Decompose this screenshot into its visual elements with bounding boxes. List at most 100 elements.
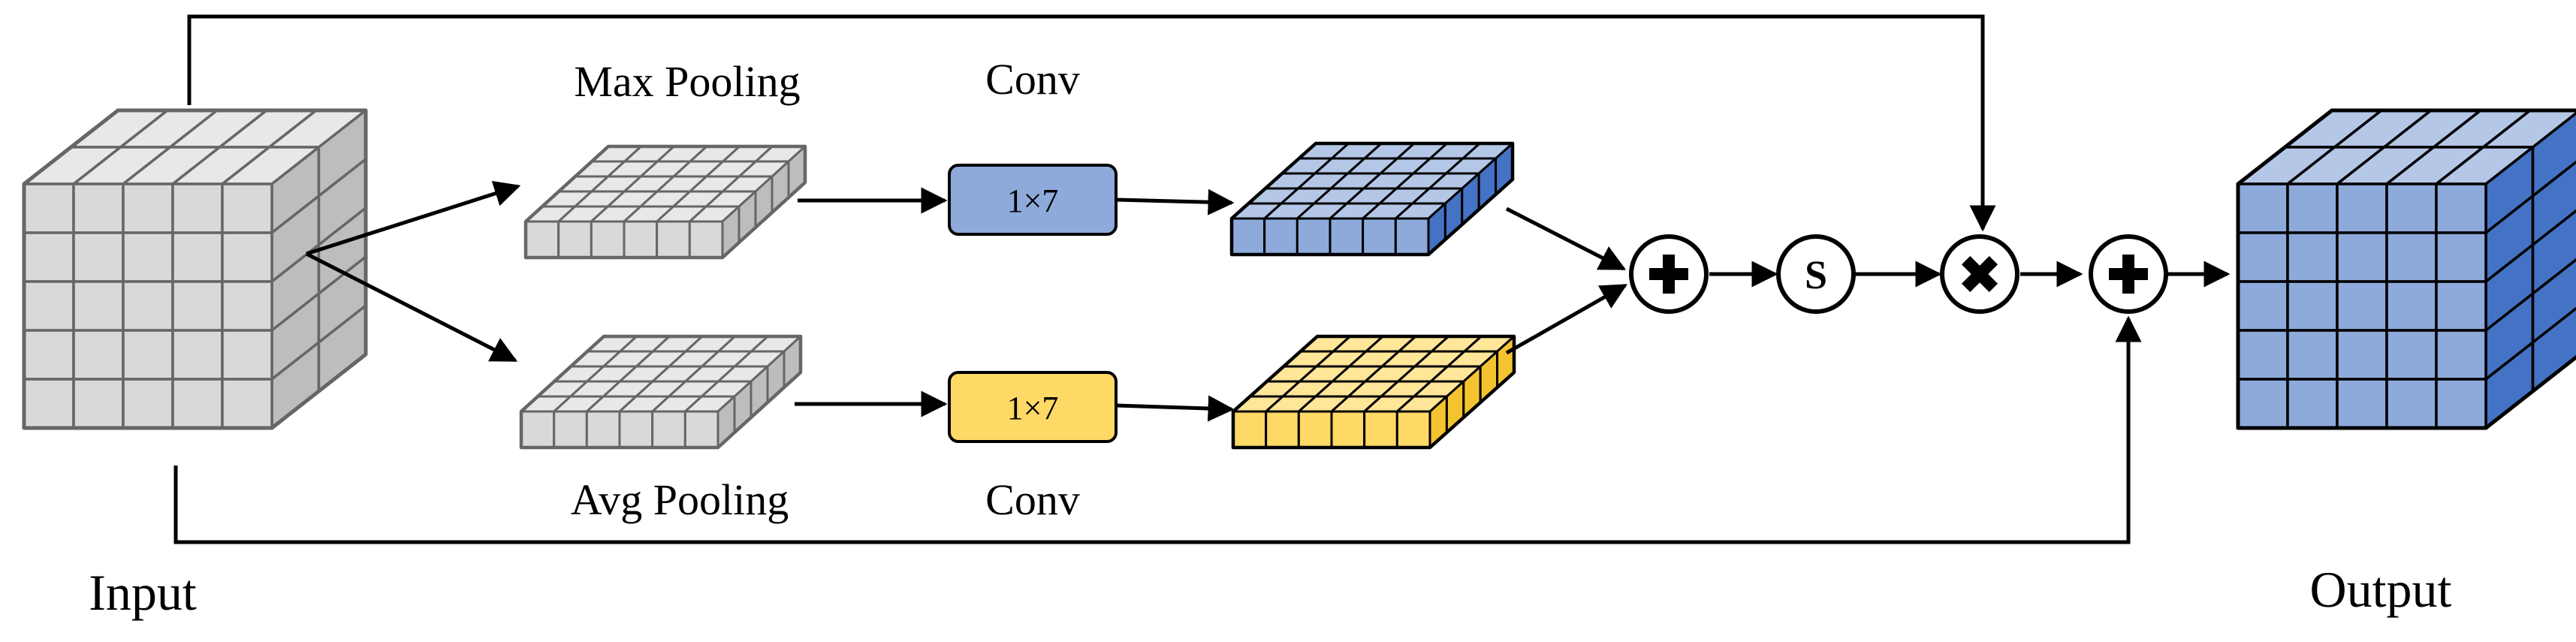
input-feature-cube	[22, 108, 368, 430]
grid-cell	[171, 329, 224, 381]
grid-cell	[2336, 231, 2388, 283]
plus-circle-icon	[1649, 255, 1688, 294]
grid-cell	[2435, 182, 2487, 234]
grid-cell	[1297, 410, 1333, 449]
grid-cell	[2336, 378, 2388, 430]
arrow-conv-to-blue	[1115, 188, 1235, 216]
block-outline	[22, 108, 368, 430]
grid-cell	[72, 329, 125, 381]
block-outline	[1229, 141, 1515, 257]
max-pooling-label: Max Pooling	[574, 57, 800, 106]
grid-cell	[2435, 378, 2487, 430]
grid-cell	[23, 329, 75, 381]
conv-kernel-bottom: 1×7	[1007, 390, 1059, 426]
grid-cell	[2531, 160, 2576, 246]
multiply-operator	[1940, 234, 2019, 314]
grid-cell	[2286, 329, 2339, 381]
grid-cell	[683, 410, 719, 449]
block-outline	[2236, 108, 2576, 430]
grid-cell	[623, 220, 659, 259]
grid-cell	[171, 182, 224, 234]
grid-cell	[2286, 182, 2339, 234]
grid-cell	[171, 378, 224, 430]
connectors	[173, 14, 2231, 544]
grid-cell	[122, 329, 174, 381]
grid-cell	[2336, 280, 2388, 332]
grid-cell	[1330, 410, 1366, 449]
grid-cell	[2435, 329, 2487, 381]
grid-cell	[2385, 378, 2438, 430]
grid-cell	[72, 378, 125, 430]
grid-cell	[2385, 280, 2438, 332]
block-outline	[523, 144, 807, 260]
add-operator-2	[2089, 234, 2168, 314]
grid-cell	[221, 329, 273, 381]
output-label: Output	[2310, 561, 2452, 618]
grid-cell	[1296, 217, 1332, 256]
grid-cell	[651, 410, 686, 449]
conv-label-top: Conv	[985, 55, 1080, 104]
grid-cell	[1265, 410, 1300, 449]
grid-cell	[618, 410, 654, 449]
grid-cell	[221, 231, 273, 283]
sigmoid-operator: S	[1776, 234, 1856, 314]
arrow-conv-to-yellow	[1115, 395, 1235, 422]
avg-pooling-slab	[519, 334, 803, 450]
grid-cell	[1230, 217, 1266, 256]
grid-cell	[2531, 258, 2576, 344]
input-label: Input	[89, 564, 197, 621]
grid-cell	[656, 220, 691, 259]
grid-cell	[23, 182, 75, 234]
grid-cell	[1395, 410, 1431, 449]
grid-cell	[171, 231, 224, 283]
grid-cell	[23, 280, 75, 332]
grid-cell	[2336, 182, 2388, 234]
arrow-yellow-to-add	[1505, 283, 1628, 355]
skip-input-to-final-add	[173, 315, 2142, 544]
plus-circle-icon	[2109, 255, 2148, 294]
output-feature-cube	[2236, 108, 2576, 430]
grid-cell	[122, 231, 174, 283]
grid-cell	[2336, 329, 2388, 381]
grid-cell	[1329, 217, 1365, 256]
grid-cell	[553, 410, 588, 449]
grid-cell	[23, 231, 75, 283]
grid-cell	[1263, 217, 1299, 256]
grid-cell	[2385, 182, 2438, 234]
avg-conv-output-slab	[1231, 334, 1516, 450]
grid-cell	[2286, 378, 2339, 430]
grid-cell	[1394, 217, 1430, 256]
grid-cell	[72, 182, 125, 234]
grid-cell	[2237, 231, 2289, 283]
grid-cell	[171, 280, 224, 332]
conv-kernel-top: 1×7	[1007, 182, 1059, 219]
block-outline	[519, 334, 803, 450]
grid-cell	[2531, 209, 2576, 295]
grid-cell	[590, 220, 626, 259]
grid-cell	[2385, 231, 2438, 283]
grid-cell	[557, 220, 593, 259]
grid-cell	[221, 182, 273, 234]
grid-cell	[688, 220, 724, 259]
grid-cell	[2237, 378, 2289, 430]
grid-cell	[1363, 410, 1398, 449]
grid-cell	[221, 378, 273, 430]
arrow-input-to-maxpool	[306, 180, 521, 256]
grid-cell	[2286, 280, 2339, 332]
grid-cell	[122, 378, 174, 430]
avg-pooling-label: Avg Pooling	[571, 475, 789, 524]
grid-cell	[1362, 217, 1397, 256]
max-pooling-slab	[523, 144, 807, 260]
skip-input-to-multiply	[187, 14, 1996, 232]
grid-cell	[23, 378, 75, 430]
grid-cell	[122, 280, 174, 332]
grid-cell	[585, 410, 621, 449]
grid-cell	[221, 280, 273, 332]
grid-cell	[72, 280, 125, 332]
grid-cell	[2237, 280, 2289, 332]
conv-label-bottom: Conv	[985, 475, 1080, 524]
arrow-blue-to-add	[1505, 206, 1627, 271]
max-conv-output-slab	[1229, 141, 1515, 257]
block-outline	[1231, 334, 1516, 450]
